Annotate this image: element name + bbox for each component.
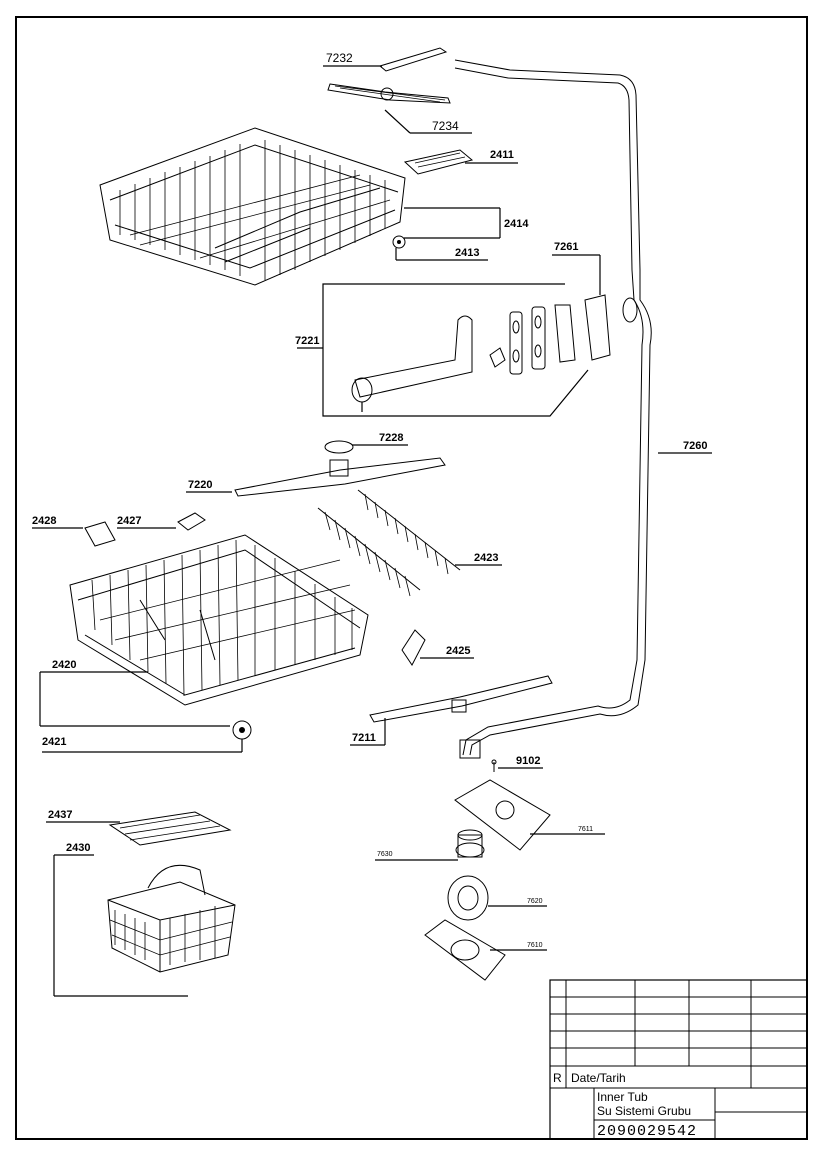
label-7260: 7260 [683, 440, 707, 452]
part-7221-upper-arm-feed: 7221 [295, 283, 611, 417]
label-7221: 7221 [295, 335, 319, 347]
label-9102: 9102 [516, 755, 540, 767]
part-2413-wheel: 2413 [392, 235, 488, 261]
part-2421-wheel: 2421 [42, 720, 252, 753]
label-7611: 7611 [578, 826, 593, 833]
title-line-2: Su Sistemi Grubu [597, 1104, 691, 1118]
label-7228: 7228 [379, 432, 403, 444]
part-2430-leader: 2430 [53, 842, 188, 997]
part-9102-screw: 9102 [491, 755, 543, 772]
part-7610-sump-base: 7610 [424, 919, 547, 981]
part-2420-lower-basket [69, 534, 369, 706]
part-7630-filter: 7630 [375, 829, 485, 861]
label-2430: 2430 [66, 842, 90, 854]
label-7620: 7620 [527, 898, 543, 905]
part-2411-clip: 2411 [403, 149, 518, 175]
revision-marker: R [553, 1071, 562, 1085]
drawing-part-code: 2090029542 [597, 1123, 697, 1140]
part-2425-clip: 2425 [401, 629, 474, 666]
part-2420-leader: 2420 [39, 659, 230, 727]
label-7630: 7630 [377, 851, 393, 858]
label-2413: 2413 [455, 247, 479, 259]
part-7620-gasket: 7620 [447, 875, 547, 921]
part-7232-upper-arm-cap: 7232 [323, 47, 448, 72]
label-7261: 7261 [554, 241, 578, 253]
part-upper-basket [99, 127, 406, 286]
label-2425: 2425 [446, 645, 470, 657]
label-7232: 7232 [326, 51, 353, 65]
label-2420: 2420 [52, 659, 76, 671]
part-2428-clip: 2428 [32, 515, 116, 547]
label-2437: 2437 [48, 809, 72, 821]
part-7611-sump-cover: 7611 [454, 779, 605, 851]
part-2423-tine-racks: 2423 [317, 489, 502, 597]
label-2411: 2411 [490, 149, 514, 161]
label-7211: 7211 [352, 732, 376, 744]
label-2421: 2421 [42, 736, 66, 748]
part-2437-cutlery-cover: 2437 [46, 809, 232, 846]
label-7610: 7610 [527, 942, 543, 949]
part-2414-leader: 2414 [404, 207, 529, 239]
part-7211-lower-spray-arm: 7211 [350, 675, 553, 746]
part-2430-cutlery-basket [107, 864, 236, 973]
drawing-border [15, 16, 808, 1140]
label-2423: 2423 [474, 552, 498, 564]
label-2428: 2428 [32, 515, 56, 527]
part-7234-upper-spray-arm: 7234 [327, 83, 472, 134]
date-label: Date/Tarih [571, 1071, 626, 1085]
part-7260-water-pipe: 7260 [454, 59, 712, 759]
part-7220-middle-spray-arm: 7220 [186, 457, 446, 497]
part-7261-bracket: 7261 [552, 241, 601, 295]
label-2414: 2414 [504, 218, 529, 230]
title-block: R Date/Tarih Inner Tub Su Sistemi Grubu … [549, 979, 808, 1140]
part-2427-clip: 2427 [117, 512, 206, 531]
label-2427: 2427 [117, 515, 141, 527]
label-7220: 7220 [188, 479, 212, 491]
title-line-1: Inner Tub [597, 1090, 648, 1104]
label-7234: 7234 [432, 119, 459, 133]
part-7228-seal-ring: 7228 [324, 432, 408, 454]
